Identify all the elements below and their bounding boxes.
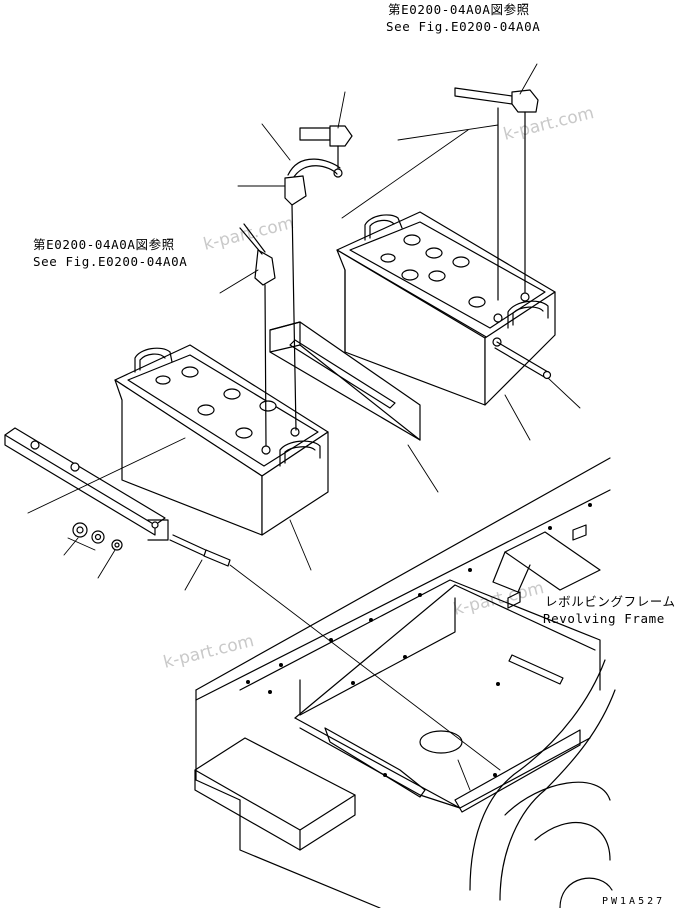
reference-top: 第E0200-04A0A図参照 See Fig.E0200-04A0A	[386, 2, 540, 34]
drawing-code: PW1A527	[602, 896, 665, 907]
battery-cables	[239, 87, 539, 447]
battery-right	[336, 211, 556, 406]
reference-left-jp: 第E0200-04A0A図参照	[33, 237, 175, 252]
reference-left: 第E0200-04A0A図参照 See Fig.E0200-04A0A	[33, 237, 187, 269]
revolving-frame	[194, 457, 616, 908]
battery-left	[114, 344, 329, 536]
frame-label-jp: レボルビングフレーム	[545, 594, 676, 609]
reference-left-en: See Fig.E0200-04A0A	[33, 254, 187, 269]
nuts-and-washers	[72, 522, 123, 551]
reference-top-jp: 第E0200-04A0A図参照	[388, 2, 530, 17]
watermark: k-part.com	[161, 631, 256, 673]
frame-label-en: Revolving Frame	[543, 611, 665, 626]
leader-lines	[27, 63, 581, 791]
bolt	[169, 534, 231, 567]
hold-down-bar	[4, 427, 169, 541]
frame-label: レボルビングフレーム Revolving Frame	[543, 594, 676, 626]
watermark: k-part.com	[201, 213, 296, 255]
insulator-plate	[269, 321, 421, 441]
reference-top-en: See Fig.E0200-04A0A	[386, 19, 540, 34]
